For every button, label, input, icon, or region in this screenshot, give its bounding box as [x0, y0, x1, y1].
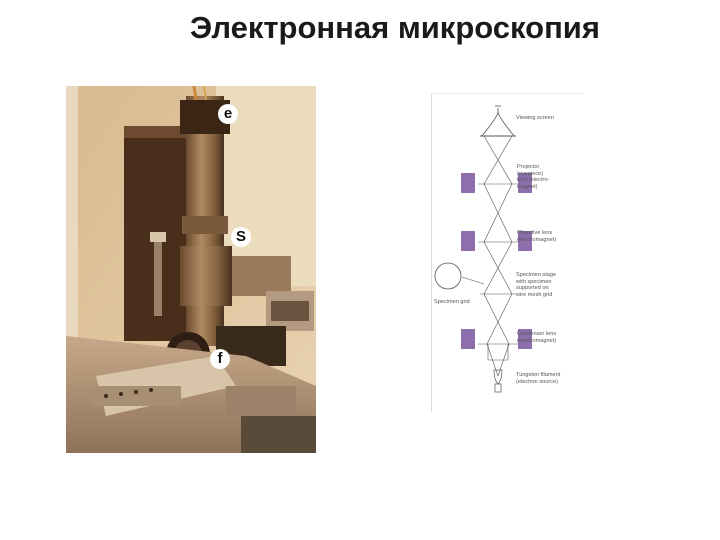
photo-label-s: S	[231, 227, 251, 247]
electron-microscope-diagram: Viewing screen Projector (eyepiece) lens…	[431, 93, 584, 412]
label-specimen-stage: Specimen stage with specimen supported o…	[516, 272, 556, 298]
objective-lens-left	[461, 231, 475, 251]
electron-microscope-photo: e S f	[66, 86, 316, 453]
label-viewing-screen: Viewing screen	[516, 115, 554, 122]
photo-label-f: f	[210, 349, 230, 369]
specimen-grid-circle	[435, 263, 461, 289]
label-tungsten-filament: Tungsten filament (electron source)	[516, 372, 560, 385]
label-specimen-grid: Specimen grid	[434, 299, 470, 306]
label-objective-lens: Objective lens (electromagnet)	[517, 230, 556, 243]
projector-lens-left	[461, 173, 475, 193]
label-projector-lens: Projector (eyepiece) lens (electro- magn…	[517, 164, 549, 190]
microscope-illustration	[66, 86, 316, 453]
slide-title: Электронная микроскопия	[0, 10, 720, 46]
label-condenser-lens: Condenser lens (electromagnet)	[517, 331, 556, 344]
photo-label-e: e	[218, 104, 238, 124]
ray-diagram	[432, 94, 584, 412]
condenser-lens-left	[461, 329, 475, 349]
